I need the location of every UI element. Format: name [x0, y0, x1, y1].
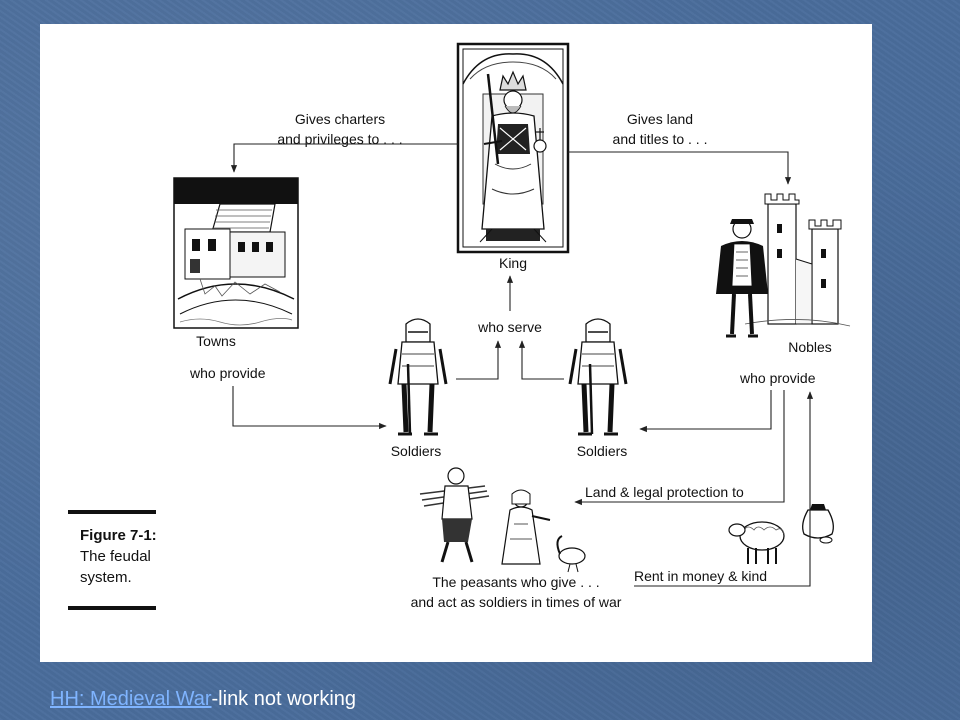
caption-rule-bottom [68, 606, 156, 610]
link-status-note: -link not working [211, 688, 357, 710]
soldiers-right-label: Soldiers [577, 443, 628, 459]
sheep-illustration [728, 521, 785, 564]
arrow-king-to-nobles [568, 151, 792, 185]
feudal-system-figure: King Towns who provide [40, 24, 872, 662]
medieval-war-link[interactable]: HH: Medieval War [50, 688, 212, 710]
towns-illustration [173, 177, 299, 329]
land-label-line2: and titles to . . . [613, 131, 708, 147]
figure-number: Figure 7-1: [80, 527, 157, 544]
nobles-illustration [716, 193, 851, 338]
land-protection-label: Land & legal protection to [585, 484, 744, 500]
feudal-diagram: King Towns who provide [68, 42, 851, 610]
who-serve-label: who serve [477, 319, 542, 335]
figure-title-line1: The feudal [80, 548, 151, 565]
soldiers-left-label: Soldiers [391, 443, 442, 459]
charters-label-line2: and privileges to . . . [277, 131, 402, 147]
soldier-right-illustration [568, 318, 628, 436]
soldier-left-illustration [388, 318, 448, 436]
nobles-label: Nobles [788, 339, 832, 355]
footer-note: HH: Medieval War-link not working [50, 688, 356, 711]
nobles-provide-label: who provide [739, 370, 816, 386]
arrow-land-protection-to-peasants [574, 390, 785, 506]
rent-label: Rent in money & kind [634, 568, 767, 584]
towns-provide-label: who provide [189, 365, 266, 381]
charters-label-line1: Gives charters [295, 111, 385, 127]
money-bag-illustration [802, 504, 834, 544]
arrow-towns-to-soldiers [232, 386, 387, 430]
caption-rule-top [68, 510, 156, 514]
arrow-soldiers-left-serve [456, 340, 502, 380]
arrow-rent-to-nobles [634, 391, 814, 587]
peasants-label-line1: The peasants who give . . . [432, 574, 599, 590]
figure-title-line2: system. [80, 569, 132, 586]
king-label: King [499, 255, 527, 271]
towns-label: Towns [196, 333, 236, 349]
land-label-line1: Gives land [627, 111, 693, 127]
king-illustration [456, 42, 570, 254]
arrow-soldiers-right-serve [518, 340, 564, 380]
peasants-label-line2: and act as soldiers in times of war [411, 594, 622, 610]
arrow-king-to-towns [230, 143, 458, 173]
arrow-nobles-to-soldiers [639, 390, 772, 433]
peasants-illustration [419, 467, 586, 573]
